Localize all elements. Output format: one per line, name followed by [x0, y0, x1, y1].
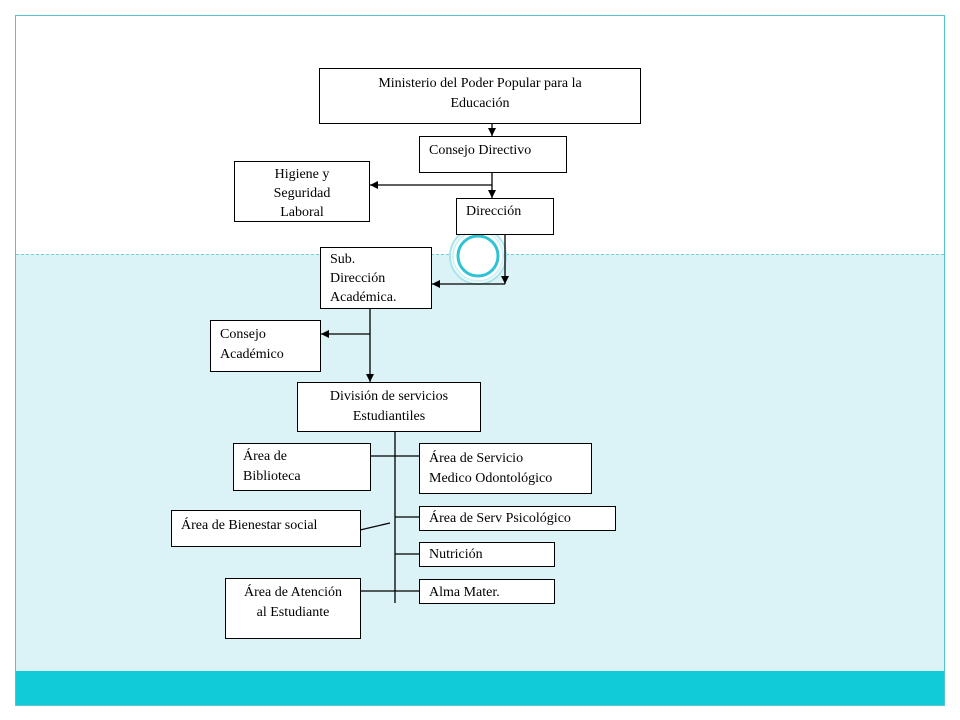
- box-biblioteca: Área de Biblioteca: [233, 443, 371, 491]
- box-division-line-1: División de servicios: [329, 389, 449, 404]
- box-ministerio-line-1: Ministerio del Poder Popular para la: [378, 76, 582, 91]
- box-consejo-directivo-label: Consejo Directivo: [429, 143, 532, 158]
- box-consejo-academico-line-2: Académico: [220, 347, 284, 362]
- box-nutricion: Nutrición: [419, 542, 555, 567]
- box-sub-direccion-line-1: Sub.: [330, 252, 356, 267]
- box-servicio-medico: Área de Servicio Medico Odontológico: [419, 443, 592, 494]
- box-alma-mater-label: Alma Mater.: [429, 585, 500, 600]
- slide-dashed-divider: [16, 254, 944, 255]
- box-servicio-medico-line-1: Área de Servicio: [429, 451, 524, 466]
- box-psicologico: Área de Serv Psicológico: [419, 506, 616, 531]
- box-psicologico-label: Área de Serv Psicológico: [429, 511, 571, 526]
- box-biblioteca-line-2: Biblioteca: [243, 469, 301, 484]
- box-atencion-line-1: Área de Atención: [244, 585, 342, 600]
- box-bienestar: Área de Bienestar social: [171, 510, 361, 547]
- box-direccion: Dirección: [456, 198, 554, 235]
- box-consejo-directivo: Consejo Directivo: [419, 136, 567, 173]
- box-higiene-line-1: Higiene y: [274, 167, 330, 182]
- box-alma-mater: Alma Mater.: [419, 579, 555, 604]
- box-sub-direccion: Sub. Dirección Académica.: [320, 247, 432, 309]
- box-higiene: Higiene y Seguridad Laboral: [234, 161, 370, 222]
- box-ministerio-line-2: Educación: [450, 96, 510, 111]
- box-consejo-academico: Consejo Académico: [210, 320, 321, 372]
- box-atencion-line-2: al Estudiante: [256, 605, 330, 620]
- box-division-line-2: Estudiantiles: [352, 409, 426, 424]
- box-direccion-label: Dirección: [466, 204, 522, 219]
- box-sub-direccion-line-3: Académica.: [330, 290, 397, 305]
- box-higiene-line-2: Seguridad: [273, 186, 331, 201]
- box-consejo-academico-line-1: Consejo: [220, 327, 266, 342]
- box-biblioteca-line-1: Área de: [243, 449, 287, 464]
- box-nutricion-label: Nutrición: [429, 547, 483, 562]
- box-sub-direccion-line-2: Dirección: [330, 271, 386, 286]
- box-bienestar-label: Área de Bienestar social: [181, 518, 318, 533]
- box-atencion: Área de Atención al Estudiante: [225, 578, 361, 639]
- box-servicio-medico-line-2: Medico Odontológico: [429, 471, 553, 486]
- box-ministerio: Ministerio del Poder Popular para la Edu…: [319, 68, 641, 124]
- box-higiene-line-3: Laboral: [280, 205, 324, 220]
- slide-footer-bar: [16, 671, 944, 705]
- box-division: División de servicios Estudiantiles: [297, 382, 481, 432]
